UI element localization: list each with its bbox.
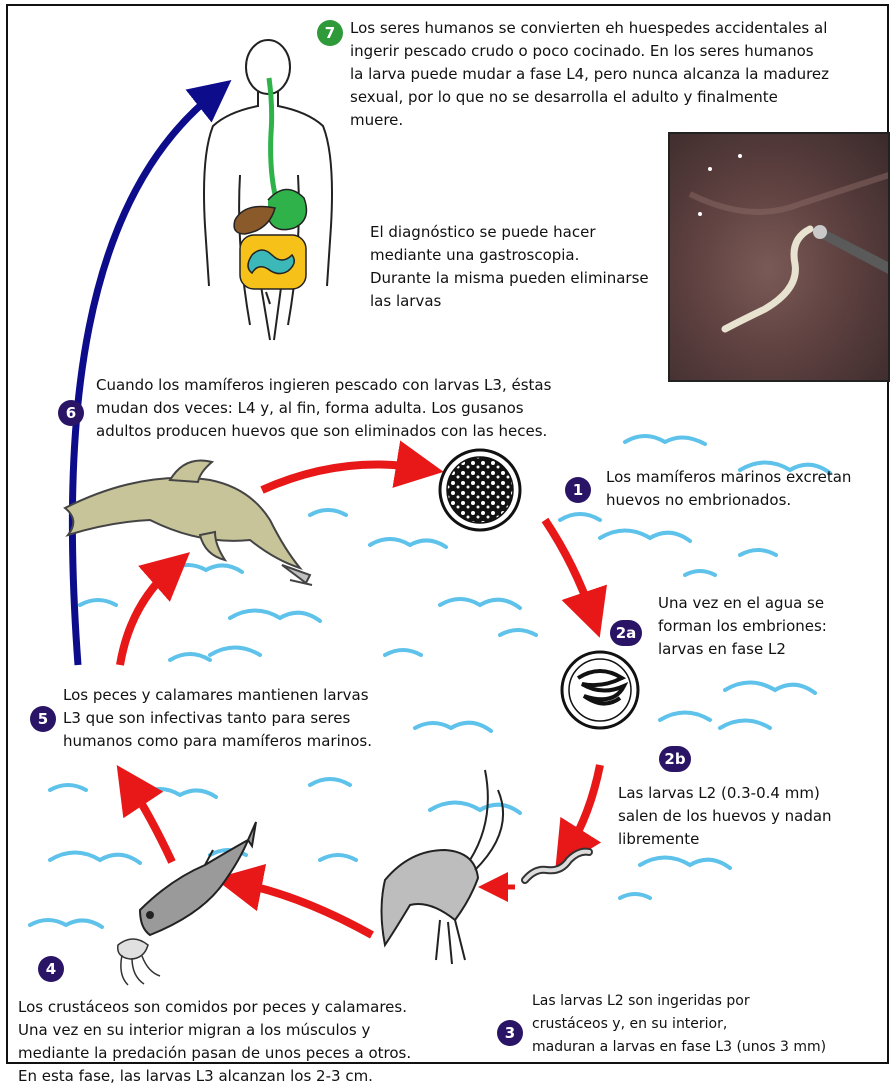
- step-3-text: Las larvas L2 son ingeridas por crustáce…: [532, 990, 826, 1059]
- arrow-3-to-4: [238, 883, 372, 935]
- step-3-badge: 3: [497, 1020, 523, 1046]
- squid: [118, 939, 160, 985]
- arrow-2b-to-3: [568, 765, 600, 850]
- egg-embryonated: [562, 652, 638, 728]
- arrow-5-to-6: [120, 568, 172, 665]
- arrow-6-to-1: [262, 464, 420, 490]
- step-2a-badge: 2a: [610, 620, 642, 646]
- gastroscopy-photo: [668, 132, 890, 382]
- step-6-badge: 6: [58, 400, 84, 426]
- step-1-badge: 1: [565, 477, 591, 503]
- step-7-badge: 7: [317, 20, 343, 46]
- free-larva: [525, 852, 589, 880]
- step-4-badge: 4: [38, 956, 64, 982]
- arrow-1-to-2a: [545, 520, 592, 615]
- arrow-4-to-5: [130, 785, 172, 862]
- step-7-text: Los seres humanos se convierten eh huesp…: [350, 17, 829, 132]
- diagnosis-text: El diagnóstico se puede hacer mediante u…: [370, 221, 649, 313]
- step-2a-text: Una vez en el agua se forman los embrion…: [658, 592, 827, 661]
- step-4-text: Los crustáceos son comidos por peces y c…: [18, 996, 411, 1088]
- step-6-text: Cuando los mamíferos ingieren pescado co…: [96, 374, 551, 443]
- step-5-text: Los peces y calamares mantienen larvas L…: [63, 684, 372, 753]
- step-2b-badge: 2b: [659, 746, 691, 772]
- step-5-badge: 5: [30, 706, 56, 732]
- digestive-system: [234, 78, 306, 304]
- step-2b-text: Las larvas L2 (0.3-0.4 mm) salen de los …: [618, 782, 832, 851]
- egg-unembryonated: [440, 450, 520, 530]
- crustacean: [382, 770, 504, 964]
- step-1-text: Los mamíferos marinos excretan huevos no…: [606, 466, 851, 512]
